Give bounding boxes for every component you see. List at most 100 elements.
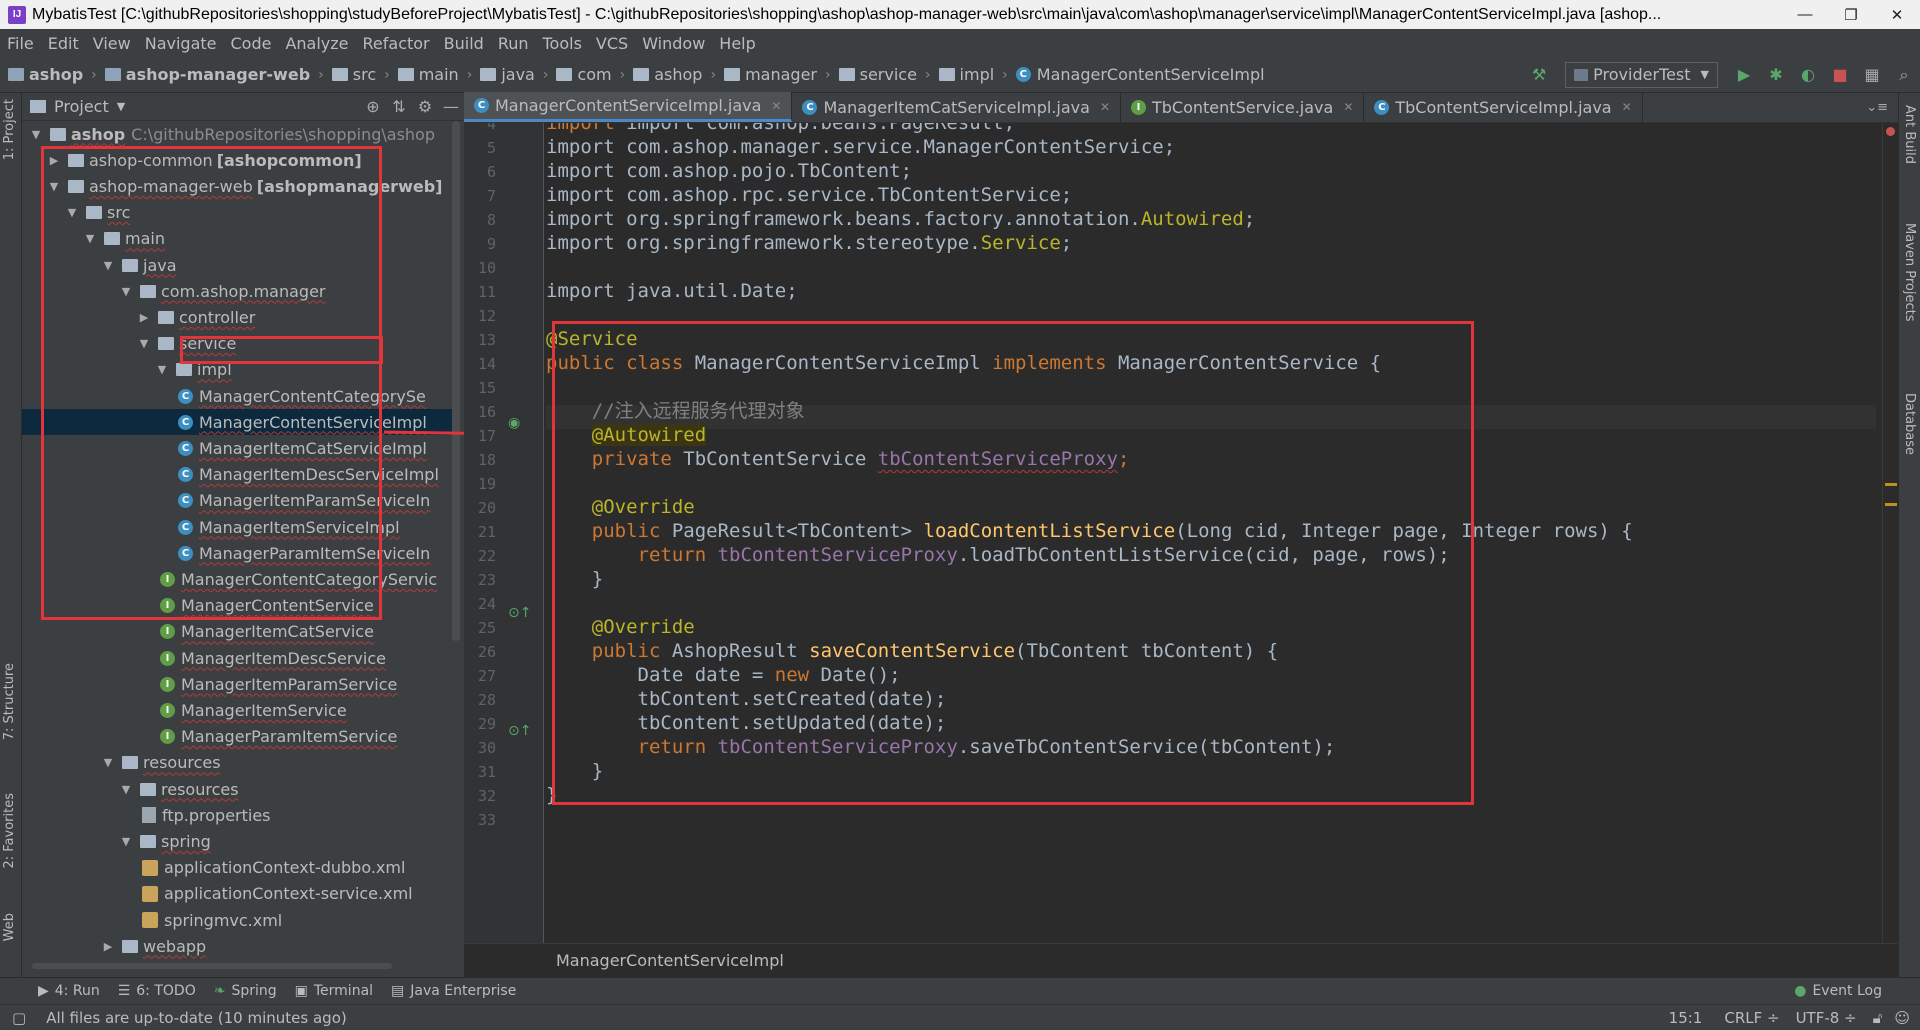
build-hammer-icon[interactable]: ⚒ — [1531, 65, 1547, 84]
chevron-right-icon[interactable]: ▶ — [103, 939, 113, 953]
menu-refactor[interactable]: Refactor — [362, 33, 430, 53]
lock-icon[interactable]: 🔓︎ — [1872, 1008, 1883, 1027]
tree-item[interactable]: applicationContext-service.xml — [22, 881, 452, 907]
menu-run[interactable]: Run — [497, 33, 529, 53]
tree-item[interactable]: ▶controller — [22, 304, 452, 330]
breadcrumb-manager[interactable]: manager› — [724, 65, 831, 84]
tree-item[interactable]: ▶ashop-common[ashopcommon] — [22, 147, 452, 173]
chevron-down-icon[interactable]: ▼ — [121, 782, 131, 796]
tree-item[interactable]: ▼com.ashop.manager — [22, 278, 452, 304]
error-stripe[interactable] — [1882, 123, 1898, 943]
tree-vertical-scrollbar[interactable] — [452, 121, 460, 641]
menu-help[interactable]: Help — [719, 33, 756, 53]
breadcrumb-main[interactable]: main› — [397, 65, 472, 84]
tool-tab-ant-build[interactable]: Ant Build — [1902, 105, 1917, 164]
run-icon[interactable]: ▶ — [1737, 65, 1751, 84]
breadcrumb-com[interactable]: com› — [556, 65, 625, 84]
tree-item[interactable]: ▼java — [22, 252, 452, 278]
warning-mark[interactable] — [1885, 503, 1897, 506]
tool-tab-todo[interactable]: ☰6: TODO — [117, 983, 196, 999]
gear-icon[interactable]: ⚙ — [417, 97, 433, 116]
chevron-down-icon[interactable]: ▼ — [31, 127, 41, 141]
breadcrumb-service[interactable]: service› — [838, 65, 931, 84]
menu-window[interactable]: Window — [642, 33, 706, 53]
project-structure-icon[interactable]: ▦ — [1864, 65, 1880, 84]
chevron-down-icon[interactable]: ▼ — [116, 100, 126, 113]
tool-tab-spring[interactable]: ❧Spring — [213, 983, 277, 999]
tool-tab-database[interactable]: Database — [1902, 393, 1917, 456]
chevron-down-icon[interactable]: ▼ — [139, 337, 149, 351]
implements-method-icon[interactable]: ⊙↑ — [508, 605, 532, 621]
menu-code[interactable]: Code — [230, 33, 272, 53]
menu-view[interactable]: View — [92, 33, 131, 53]
tool-tab-favorites[interactable]: 2: Favorites — [2, 793, 17, 869]
close-window-button[interactable]: ✕ — [1890, 6, 1904, 24]
chevron-right-icon[interactable]: ▶ — [49, 153, 59, 167]
locate-target-icon[interactable]: ⊕ — [366, 97, 380, 116]
event-log-button[interactable]: ●Event Log — [1794, 983, 1882, 999]
tree-item[interactable]: ▼main — [22, 226, 452, 252]
tree-item[interactable]: ▼src — [22, 200, 452, 226]
implements-method-icon[interactable]: ⊙↑ — [508, 723, 532, 739]
close-tab-icon[interactable]: ✕ — [1343, 100, 1354, 114]
run-config-selector[interactable]: ProviderTest▼ — [1565, 61, 1718, 88]
chevron-down-icon[interactable]: ▼ — [85, 232, 95, 246]
tool-tab-terminal[interactable]: ▣Terminal — [294, 983, 374, 999]
tool-tab-java-enterprise[interactable]: ▤Java Enterprise — [391, 983, 517, 999]
breadcrumb-java[interactable]: java› — [480, 65, 548, 84]
tree-item[interactable]: ▼resources — [22, 750, 452, 776]
caret-position[interactable]: 15:1 — [1668, 1008, 1703, 1027]
project-view-selector[interactable]: Project — [54, 97, 109, 116]
menu-vcs[interactable]: VCS — [595, 33, 629, 53]
restore-button[interactable]: ❐ — [1844, 6, 1858, 24]
menu-analyze[interactable]: Analyze — [285, 33, 349, 53]
tree-item[interactable]: ftp.properties — [22, 802, 452, 828]
breadcrumb-impl[interactable]: impl› — [938, 65, 1008, 84]
breadcrumb-ashop[interactable]: ashop› — [8, 65, 97, 84]
status-toggle-icon[interactable]: ▢ — [12, 1008, 27, 1027]
tree-item[interactable]: ▼spring — [22, 828, 452, 854]
editor-breadcrumb[interactable]: ManagerContentServiceImpl — [464, 943, 1898, 977]
chevron-right-icon[interactable]: ▶ — [139, 310, 149, 324]
stop-icon[interactable]: ■ — [1832, 65, 1848, 84]
debug-icon[interactable]: ✱ — [1769, 65, 1783, 84]
chevron-down-icon[interactable]: ▼ — [103, 756, 113, 770]
chevron-down-icon[interactable]: ▼ — [121, 834, 131, 848]
menu-edit[interactable]: Edit — [47, 33, 79, 53]
close-tab-icon[interactable]: ✕ — [1099, 100, 1110, 114]
tree-item[interactable]: ▼resources — [22, 776, 452, 802]
tree-item[interactable]: ▼ashop-manager-web[ashopmanagerweb] — [22, 173, 452, 199]
chevron-down-icon[interactable]: ▼ — [67, 206, 77, 220]
tree-horizontal-scrollbar[interactable] — [32, 963, 392, 969]
spring-bean-icon[interactable]: ◉ — [508, 415, 521, 431]
breadcrumb-ashop-manager-web[interactable]: ashop-manager-web› — [104, 65, 324, 84]
menu-file[interactable]: File — [7, 33, 34, 53]
tree-item[interactable]: springmvc.xml — [22, 907, 452, 933]
line-separator[interactable]: CRLF ÷ — [1724, 1008, 1780, 1027]
tree-item[interactable]: ▼impl — [22, 357, 452, 383]
menu-build[interactable]: Build — [443, 33, 484, 53]
hide-panel-icon[interactable]: — — [443, 97, 459, 116]
tool-tab-web[interactable]: Web — [2, 913, 17, 942]
collapse-all-icon[interactable]: ⇅ — [392, 97, 406, 116]
error-indicator-icon[interactable] — [1886, 127, 1895, 136]
close-tab-icon[interactable]: ✕ — [771, 98, 782, 113]
breadcrumb-ashop-pkg[interactable]: ashop› — [633, 65, 716, 84]
tool-tab-structure[interactable]: 7: Structure — [2, 663, 17, 741]
